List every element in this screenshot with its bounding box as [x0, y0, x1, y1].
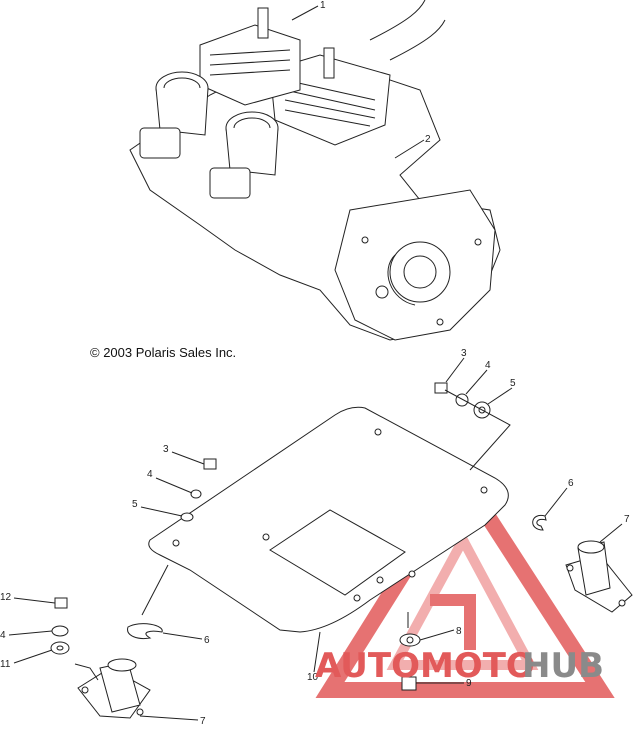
- callout-6-left: 6: [204, 635, 210, 646]
- callout-5-left: 5: [132, 499, 138, 510]
- callout-7-left: 7: [200, 716, 206, 727]
- copyright-text: © 2003 Polaris Sales Inc.: [90, 345, 236, 360]
- fastener-group-right: [434, 382, 511, 471]
- callout-3-left: 3: [163, 444, 169, 455]
- callout-4-lower: 4: [0, 630, 6, 641]
- engine-mount-right: [565, 540, 633, 613]
- callout-12: 12: [0, 592, 12, 603]
- callout-4-left: 4: [147, 469, 153, 480]
- callout-10: 10: [307, 672, 319, 683]
- fastener-group-lower-left: [50, 597, 70, 655]
- callout-2: 2: [425, 134, 431, 145]
- c-clip-left: [127, 623, 163, 639]
- c-clip-right: [532, 514, 547, 531]
- watermark-text-red: AUTOMOTO: [315, 646, 535, 686]
- engine-assembly: [129, 0, 501, 341]
- callout-3-top: 3: [461, 348, 467, 359]
- callout-6-right: 6: [568, 478, 574, 489]
- callout-5-top: 5: [510, 378, 516, 389]
- callout-7-right: 7: [624, 514, 630, 525]
- engine-mount-left: [77, 658, 151, 719]
- callout-8: 8: [456, 626, 462, 637]
- callout-1: 1: [320, 0, 326, 11]
- callout-11: 11: [0, 659, 11, 670]
- callout-4-top: 4: [485, 360, 491, 371]
- engine-mounting-plate: [148, 406, 509, 633]
- watermark-text-gray: HUB: [522, 646, 604, 686]
- callout-9: 9: [466, 678, 472, 689]
- watermark-logo: [315, 463, 615, 698]
- fastener-group-left: [180, 458, 217, 522]
- fastener-group-bottom: [399, 612, 421, 691]
